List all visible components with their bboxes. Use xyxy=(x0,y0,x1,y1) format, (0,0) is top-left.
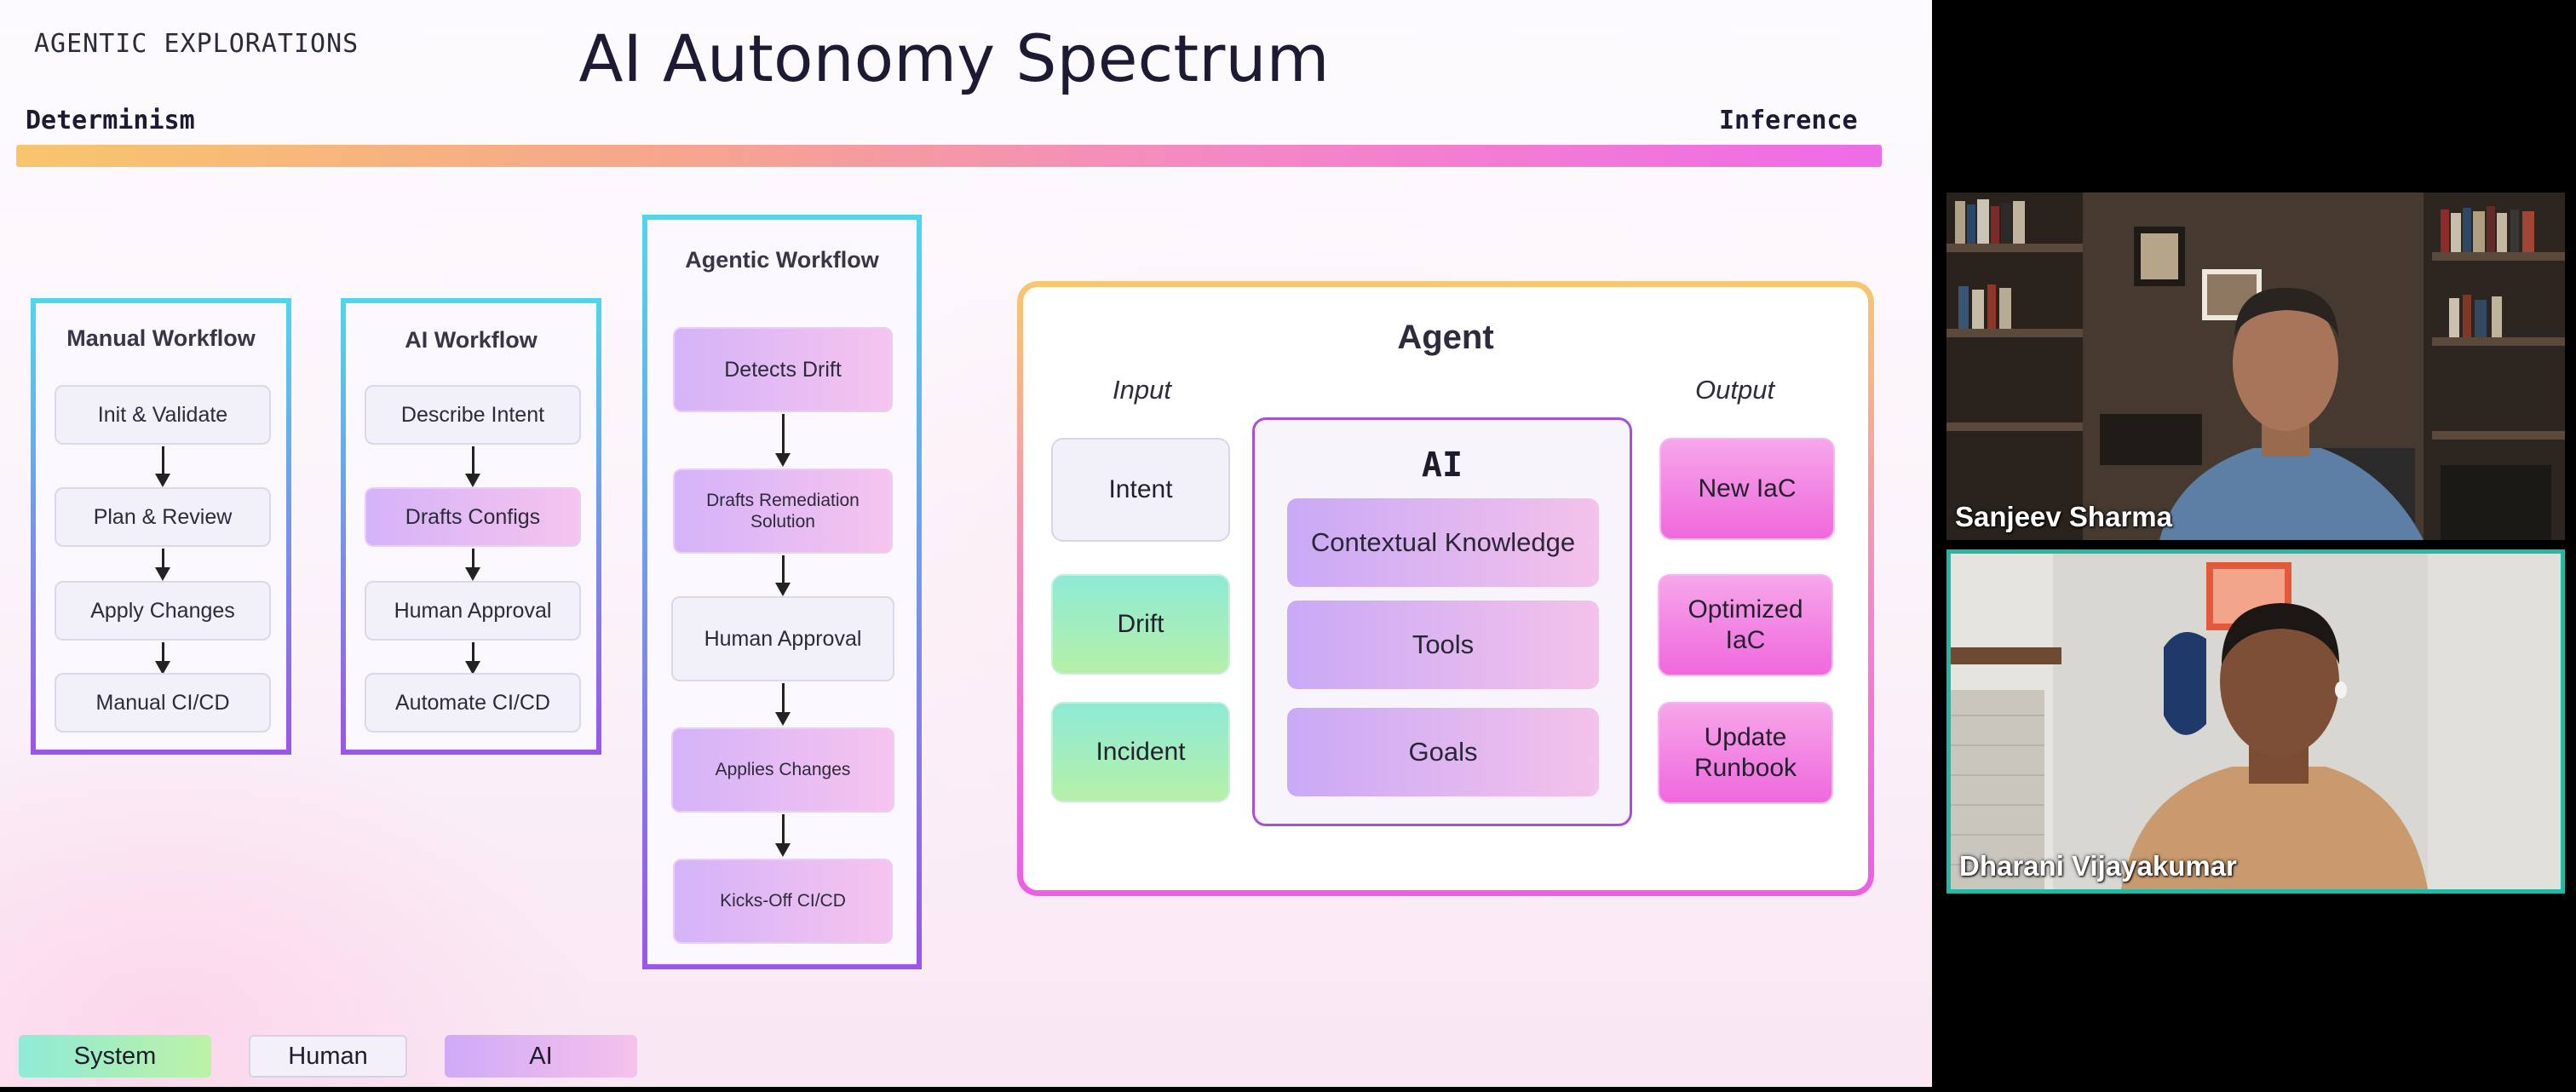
ai-item-goals: Goals xyxy=(1287,708,1599,796)
participant-video-tile[interactable]: Sanjeev Sharma xyxy=(1946,193,2565,540)
ai-core-box: AI Contextual Knowledge Tools Goals xyxy=(1252,417,1632,826)
panel-title: Manual Workflow xyxy=(66,325,256,351)
panel-title: AI Workflow xyxy=(405,327,538,353)
flow-arrow xyxy=(465,549,480,581)
manual-workflow-panel: Manual Workflow Init & Validate Plan & R… xyxy=(31,298,291,755)
ai-core-title: AI xyxy=(1421,445,1463,485)
participant-name: Dharani Vijayakumar xyxy=(1959,850,2237,882)
flow-arrow xyxy=(155,446,170,487)
workflow-step: Init & Validate xyxy=(55,385,271,445)
workflow-step: Manual CI/CD xyxy=(55,673,271,733)
workflow-step: Applies Changes xyxy=(671,727,894,813)
participant-video xyxy=(1951,554,2561,889)
flow-arrow xyxy=(775,555,791,596)
workflow-step: Apply Changes xyxy=(55,581,271,641)
input-incident: Incident xyxy=(1051,702,1230,802)
flow-arrow xyxy=(775,414,791,467)
flow-arrow xyxy=(775,814,791,857)
workflow-step: Automate CI/CD xyxy=(365,673,581,733)
participant-name: Sanjeev Sharma xyxy=(1955,501,2172,532)
legend-human: Human xyxy=(249,1035,407,1078)
ai-workflow-panel: AI Workflow Describe Intent Drafts Confi… xyxy=(341,298,601,755)
flow-arrow xyxy=(465,446,480,487)
ai-item-contextual-knowledge: Contextual Knowledge xyxy=(1287,498,1599,587)
input-label: Input xyxy=(1113,375,1171,405)
workflow-step: Describe Intent xyxy=(365,385,581,445)
presentation-slide: AGENTIC EXPLORATIONS AI Autonomy Spectru… xyxy=(0,0,1932,1087)
input-drift: Drift xyxy=(1051,574,1230,675)
input-intent: Intent xyxy=(1051,438,1230,542)
agentic-workflow-panel: Agentic Workflow Detects Drift Drafts Re… xyxy=(642,215,922,969)
ai-item-tools: Tools xyxy=(1287,601,1599,689)
panel-title: Agentic Workflow xyxy=(685,247,879,273)
scale-label-determinism: Determinism xyxy=(26,106,195,135)
autonomy-gradient-bar xyxy=(16,145,1882,167)
flow-arrow xyxy=(155,642,170,675)
flow-arrow xyxy=(465,642,480,675)
flow-arrow xyxy=(155,549,170,581)
participant-video xyxy=(1946,193,2565,540)
output-new-iac: New IaC xyxy=(1659,438,1835,540)
legend-ai: AI xyxy=(445,1035,637,1078)
agent-panel: Agent Input Output Intent Drift Incident… xyxy=(1017,281,1874,896)
output-update-runbook: Update Runbook xyxy=(1658,702,1833,804)
legend-system: System xyxy=(19,1035,211,1078)
flow-arrow xyxy=(775,683,791,726)
workflow-step: Human Approval xyxy=(365,581,581,641)
agent-title: Agent xyxy=(1397,319,1494,356)
output-label: Output xyxy=(1695,375,1775,405)
workflow-step: Kicks-Off CI/CD xyxy=(673,859,893,944)
workflow-step: Plan & Review xyxy=(55,487,271,547)
workflow-step: Drafts Configs xyxy=(365,487,581,547)
active-speaker-video-tile[interactable]: Dharani Vijayakumar xyxy=(1946,549,2565,894)
output-optimized-iac: Optimized IaC xyxy=(1658,574,1833,676)
slide-eyebrow: AGENTIC EXPLORATIONS xyxy=(34,29,359,59)
slide-title: AI Autonomy Spectrum xyxy=(578,20,1330,96)
scale-label-inference: Inference xyxy=(1719,106,1858,135)
workflow-step: Detects Drift xyxy=(673,327,893,412)
workflow-step: Drafts Remediation Solution xyxy=(673,468,893,554)
workflow-step: Human Approval xyxy=(671,596,894,681)
